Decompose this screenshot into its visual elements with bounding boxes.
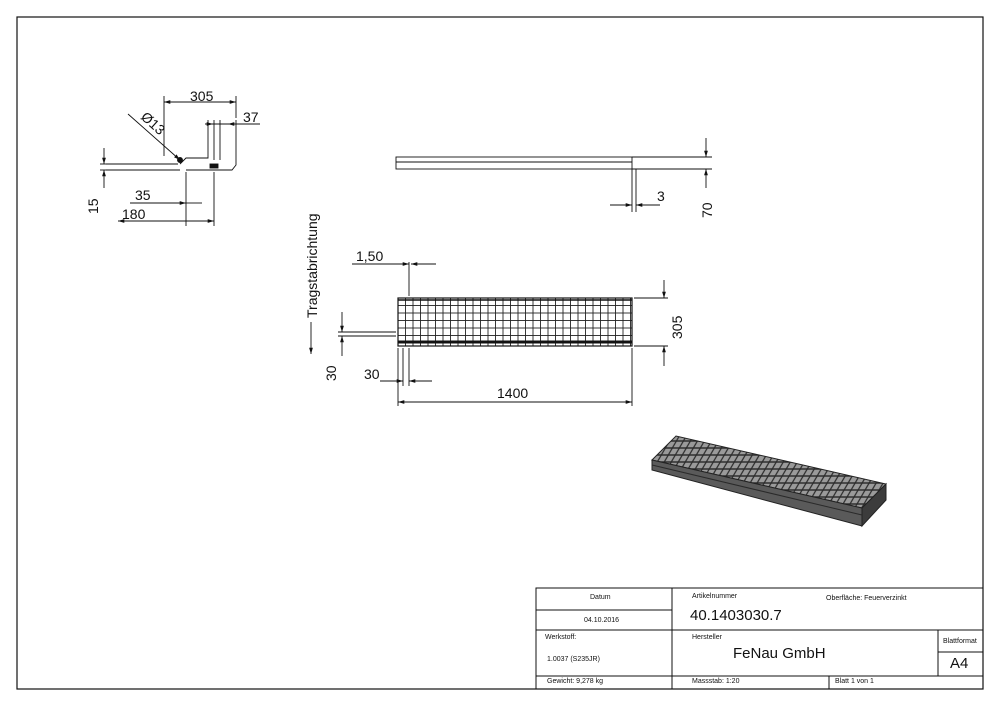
datum-value: 04.10.2016 xyxy=(584,617,620,624)
dim-30-horizontal: 30 xyxy=(364,366,380,382)
werkstoff-value: 1.0037 (S235JR) xyxy=(547,656,600,663)
isometric-view xyxy=(651,435,887,528)
weight: Gewicht: 9,278 kg xyxy=(547,678,604,685)
dim-305-top: 305 xyxy=(190,88,214,104)
dim-305-plan: 305 xyxy=(669,315,685,339)
artikel-label: Artikelnummer xyxy=(692,593,738,600)
sheet-number: Blatt 1 von 1 xyxy=(835,678,874,685)
blattformat-value: A4 xyxy=(950,655,969,672)
datum-label: Datum xyxy=(590,594,611,601)
title-block-frame xyxy=(535,587,984,690)
dim-1-50: 1,50 xyxy=(356,248,383,264)
plan-view xyxy=(309,262,668,406)
surface-finish: Oberfläche: Feuerverzinkt xyxy=(826,595,907,602)
dim-30-vertical: 30 xyxy=(323,365,339,381)
grating-mesh xyxy=(397,297,633,347)
front-elevation-view xyxy=(395,138,712,212)
side-profile-view xyxy=(100,96,260,226)
scale: Massstab: 1:20 xyxy=(692,678,740,685)
artikel-value: 40.1403030.7 xyxy=(690,607,782,624)
blattformat-label: Blattformat xyxy=(943,638,977,645)
dim-3: 3 xyxy=(657,188,665,204)
hersteller-label: Hersteller xyxy=(692,634,722,641)
sheet-frame xyxy=(16,16,984,690)
dim-180: 180 xyxy=(122,206,146,222)
dim-1400: 1400 xyxy=(497,385,528,401)
hersteller-value: FeNau GmbH xyxy=(733,645,826,662)
bearing-direction-label: Tragstabrichtung xyxy=(304,213,320,318)
werkstoff-label: Werkstoff: xyxy=(545,634,577,641)
dim-37: 37 xyxy=(243,109,259,125)
dim-15: 15 xyxy=(85,198,101,214)
dim-70: 70 xyxy=(699,202,715,218)
dim-35: 35 xyxy=(135,187,151,203)
